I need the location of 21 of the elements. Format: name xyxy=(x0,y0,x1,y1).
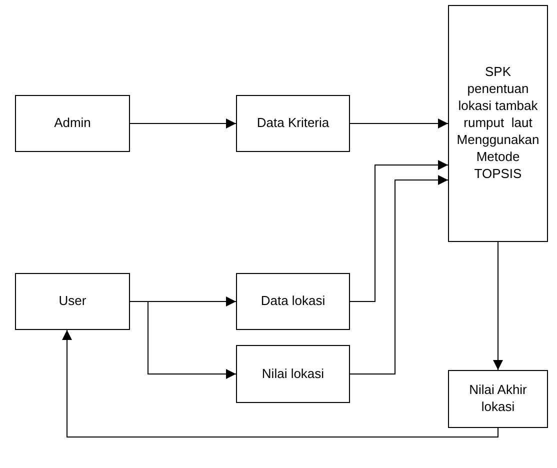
box-label: Data lokasi xyxy=(260,293,326,310)
box-label: SPK penentuan lokasi tambak rumput laut Menggunakan Metode TOPSIS xyxy=(456,64,540,183)
arrow xyxy=(350,175,448,374)
process-box xyxy=(236,95,350,152)
arrow xyxy=(130,118,236,128)
box-label: User xyxy=(58,293,86,310)
process-box xyxy=(448,5,548,242)
process-box xyxy=(15,273,130,330)
box-label: Admin xyxy=(54,115,91,132)
box-label: Nilai Akhir lokasi xyxy=(468,382,528,416)
arrow xyxy=(350,118,448,128)
arrow xyxy=(493,242,503,370)
process-box xyxy=(236,345,350,403)
box-label: Nilai lokasi xyxy=(262,366,324,382)
process-box xyxy=(448,370,548,428)
arrow xyxy=(62,330,498,438)
process-box xyxy=(236,273,350,330)
process-box xyxy=(15,95,130,152)
box-label: Data Kriteria xyxy=(256,115,330,132)
arrow xyxy=(350,160,448,302)
arrow xyxy=(130,301,236,379)
